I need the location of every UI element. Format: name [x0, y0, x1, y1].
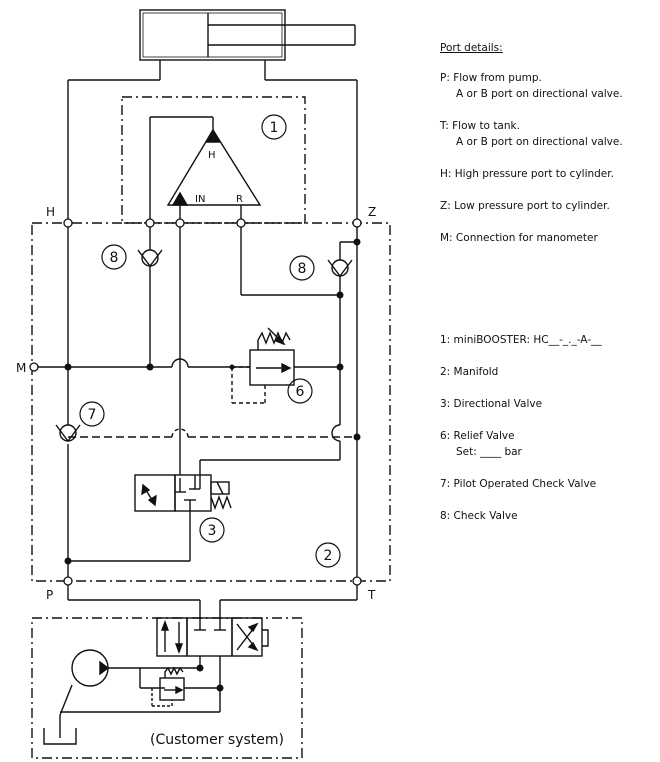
pump [43, 649, 201, 745]
junction-dots [64, 238, 361, 692]
callout-8-left-label: 8 [110, 250, 119, 266]
check-valve-8-left [137, 249, 163, 268]
legend-component-1: 1: miniBOOSTER: HC__-_._-A-__ [440, 334, 602, 346]
booster-label-h: H [208, 150, 216, 161]
legend-port-t: T: Flow to tank. A or B port on directio… [440, 118, 655, 150]
legend-port-p-line1: P: Flow from pump. [440, 72, 542, 84]
legend-port-p: P: Flow from pump. A or B port on direct… [440, 70, 655, 102]
port-circles [29, 218, 362, 586]
legend-port-t-line2: A or B port on directional valve. [456, 136, 623, 148]
legend-component-6: 6: Relief Valve Set: ____ bar [440, 428, 655, 460]
callout-2-label: 2 [324, 548, 333, 564]
callout-3-label: 3 [208, 523, 217, 539]
port-label-h: H [46, 205, 55, 219]
callout-8-right-label: 8 [298, 261, 307, 277]
port-label-m: M [16, 361, 26, 375]
port-label-p: P [46, 588, 53, 602]
booster-label-r: R [236, 194, 243, 205]
callout-6 [287, 378, 313, 404]
booster-symbol [149, 116, 262, 223]
legend-port-m: M: Connection for manometer [440, 232, 598, 244]
directional-valve-3 [134, 474, 232, 512]
legend-port-z: Z: Low pressure port to cylinder. [440, 200, 610, 212]
legend-component-3: 3: Directional Valve [440, 398, 543, 410]
legend-component-8: 8: Check Valve [440, 510, 518, 522]
callout-6-label: 6 [296, 384, 305, 400]
port-label-z: Z [368, 205, 376, 219]
booster-label-in: IN [195, 194, 205, 205]
legend-panel: Port details: P: Flow from pump. A or B … [440, 40, 655, 540]
callout-8-left [101, 244, 127, 270]
legend-component-7: 7: Pilot Operated Check Valve [440, 478, 597, 490]
relief-valve-6 [231, 327, 295, 404]
legend-port-t-line1: T: Flow to tank. [440, 120, 520, 132]
callout-2 [315, 542, 341, 568]
callout-3 [199, 517, 225, 543]
customer-system-label: (Customer system) [150, 732, 284, 748]
callout-1-label: 1 [270, 120, 279, 136]
callout-8-right [289, 255, 315, 281]
legend-component-6-line2: Set: ____ bar [456, 446, 522, 458]
port-label-t: T [367, 588, 376, 602]
callout-7-label: 7 [88, 407, 97, 423]
customer-directional-valve [156, 617, 269, 657]
manifold-boundary [31, 222, 391, 582]
legend-port-p-line2: A or B port on directional valve. [456, 88, 623, 100]
callout-1 [261, 114, 287, 140]
customer-relief-valve [60, 656, 221, 713]
callout-7 [79, 401, 105, 427]
pilot-check-valve-7 [55, 424, 81, 443]
legend-spacer [440, 262, 655, 332]
legend-component-2: 2: Manifold [440, 366, 499, 378]
legend-port-h: H: High pressure port to cylinder. [440, 168, 614, 180]
legend-heading: Port details: [440, 42, 503, 54]
check-valve-8-right [327, 259, 353, 278]
cylinder [68, 9, 357, 81]
legend-component-6-line1: 6: Relief Valve [440, 430, 515, 442]
